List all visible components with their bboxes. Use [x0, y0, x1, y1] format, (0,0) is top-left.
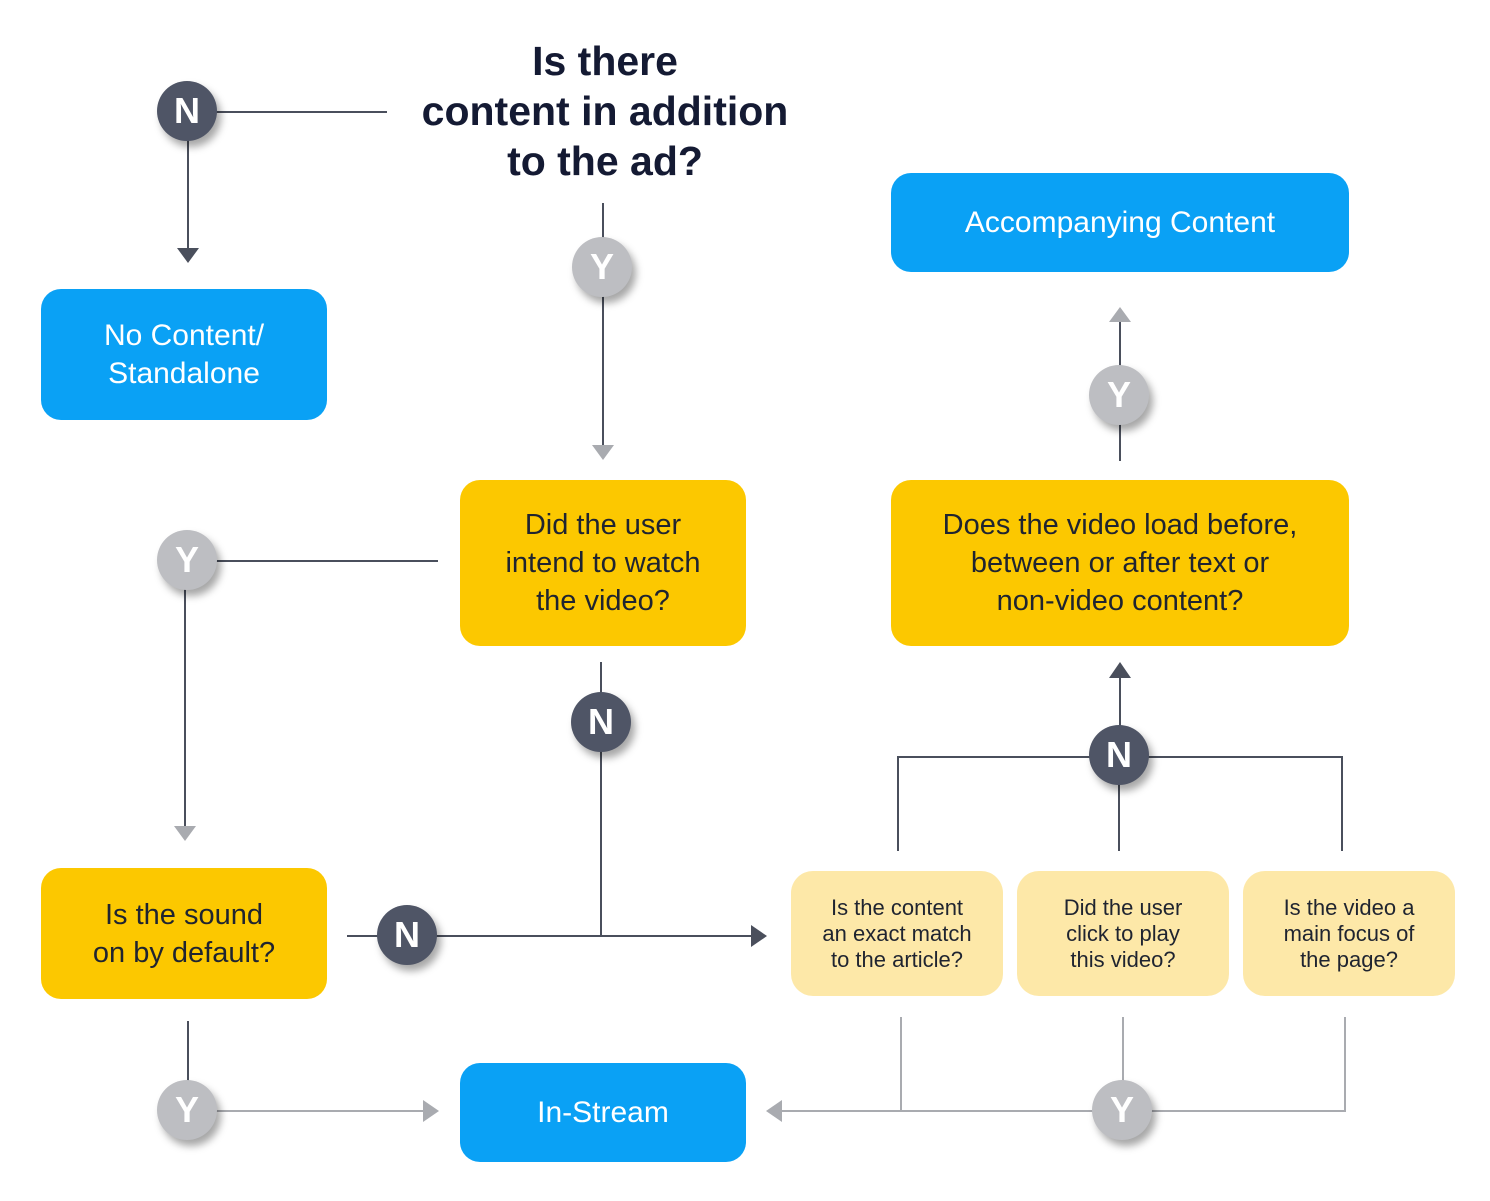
badge-no-sound-default: N: [377, 905, 437, 965]
node-content-exact-match: Is the content an exact match to the art…: [791, 871, 1003, 996]
badge-yes-criteria: Y: [1092, 1080, 1152, 1140]
arrowhead-load-position: [1109, 662, 1131, 678]
badge-yes-intend-to-watch: Y: [157, 530, 217, 590]
arrowhead-sound: [174, 826, 196, 841]
badge-no-intend-to-watch: N: [571, 692, 631, 752]
arrowhead-criteria: [751, 925, 767, 947]
arrowhead-accompanying: [1109, 307, 1131, 322]
node-no-content-standalone: No Content/ Standalone: [41, 289, 327, 420]
arrowhead-intend: [592, 445, 614, 460]
badge-no-content-in-addition: N: [157, 81, 217, 141]
badge-yes-load-position: Y: [1089, 365, 1149, 425]
node-video-load-position: Does the video load before, between or a…: [891, 480, 1349, 646]
badge-no-criteria: N: [1089, 725, 1149, 785]
arrowhead-in-stream-right: [766, 1100, 782, 1122]
node-video-main-focus: Is the video a main focus of the page?: [1243, 871, 1455, 996]
node-in-stream: In-Stream: [460, 1063, 746, 1162]
main-question-title: Is there content in addition to the ad?: [421, 38, 789, 184]
arrowhead-in-stream-left: [423, 1100, 439, 1122]
node-sound-on-by-default: Is the sound on by default?: [41, 868, 327, 999]
badge-yes-sound-default: Y: [157, 1080, 217, 1140]
node-user-intend-to-watch: Did the user intend to watch the video?: [460, 480, 746, 646]
node-accompanying-content: Accompanying Content: [891, 173, 1349, 272]
badge-yes-content-in-addition: Y: [572, 237, 632, 297]
node-user-click-to-play: Did the user click to play this video?: [1017, 871, 1229, 996]
arrowhead-no-content: [177, 248, 199, 263]
